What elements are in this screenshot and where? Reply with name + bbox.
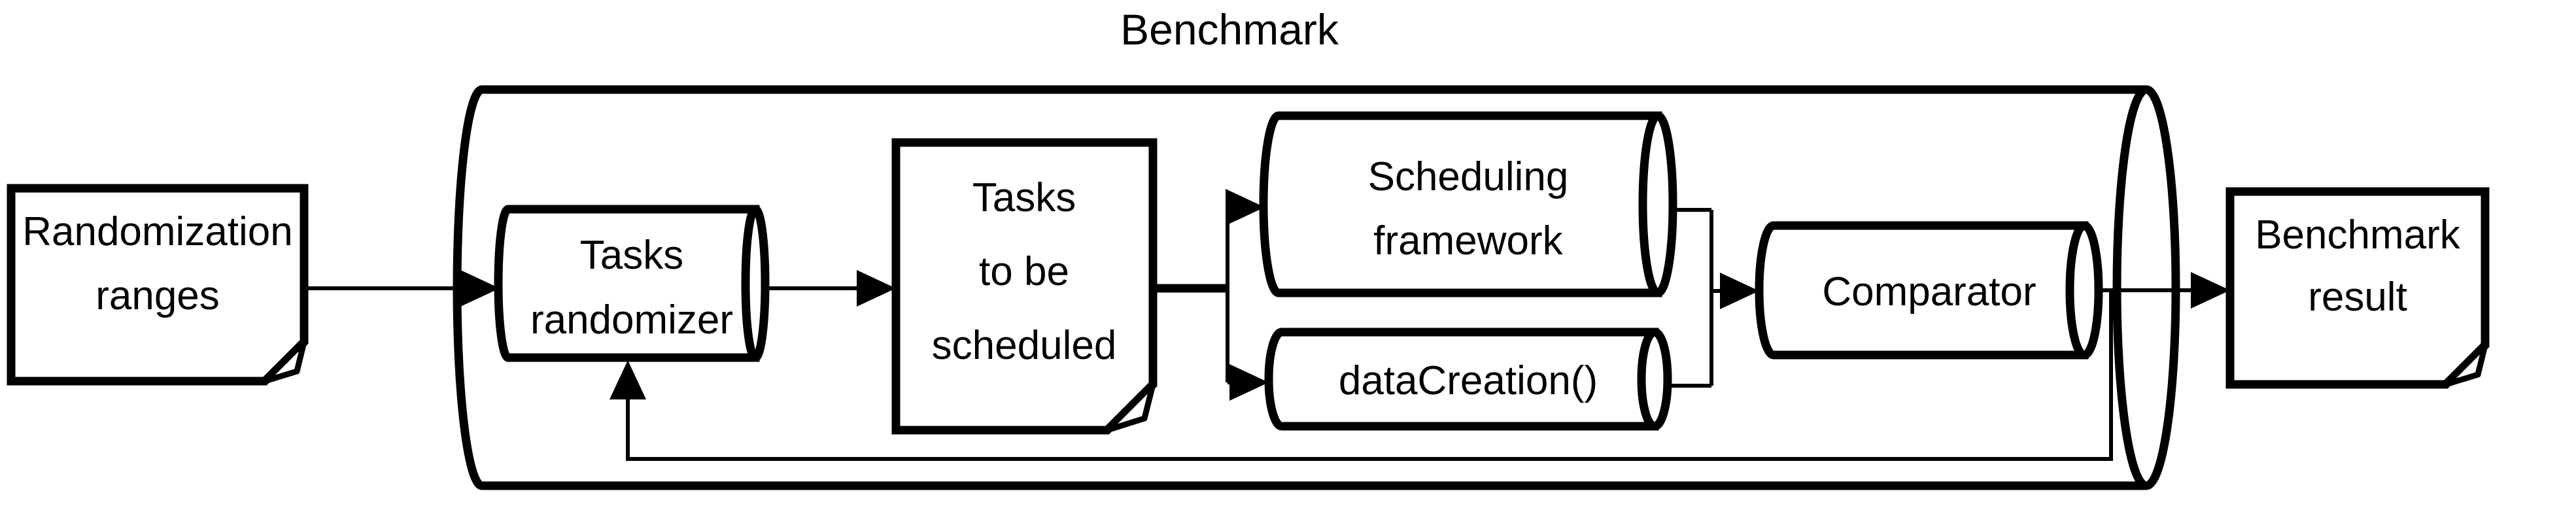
node-scheduling-framework: Scheduling framework	[1259, 111, 1677, 297]
arrowhead-feedback-into-tasks-randomizer	[610, 360, 646, 399]
node-data-creation: dataCreation()	[1264, 328, 1672, 431]
node-label: Scheduling	[1368, 154, 1569, 199]
arrowhead-into-tasks-doc	[857, 270, 896, 307]
arrowhead-into-datacreation	[1229, 364, 1269, 401]
node-label: scheduled	[932, 323, 1117, 368]
node-tasks-to-be-scheduled: Tasks to be scheduled	[891, 138, 1158, 435]
node-label: Randomization	[22, 209, 293, 254]
node-label: result	[2308, 275, 2407, 320]
folded-corner	[262, 339, 307, 384]
node-label: framework	[1373, 218, 1563, 263]
node-label: Comparator	[1822, 269, 2036, 314]
cylinder-body	[1259, 111, 1662, 297]
cylinder-end	[741, 205, 770, 362]
node-label: Benchmark	[2255, 212, 2461, 258]
node-label: ranges	[95, 273, 220, 318]
arrowhead-into-scheduling-framework	[1226, 189, 1265, 226]
folded-corner	[2443, 342, 2488, 388]
node-label: dataCreation()	[1339, 358, 1598, 403]
node-label: Tasks	[580, 233, 683, 278]
cylinder-body	[1755, 221, 2089, 360]
cylinder-body	[494, 205, 760, 362]
node-label: to be	[979, 249, 1069, 294]
arrowhead-into-benchmark-result	[2191, 272, 2230, 309]
arrowhead-into-tasks-randomizer	[460, 270, 500, 307]
cylinder-end	[1637, 328, 1672, 431]
node-tasks-randomizer: Tasks randomizer	[494, 205, 770, 362]
node-benchmark-result: Benchmark result	[2225, 187, 2490, 389]
benchmark-cylinder-end	[2112, 85, 2180, 490]
node-randomization-ranges: Randomization ranges	[7, 184, 309, 386]
node-comparator: Comparator	[1755, 221, 2103, 360]
node-label: randomizer	[530, 297, 733, 343]
cylinder-end	[2065, 221, 2103, 360]
arrowhead-into-comparator	[1720, 273, 1759, 309]
benchmark-container-label: Benchmark	[1120, 5, 1339, 54]
feedback-loop-line	[626, 290, 2113, 461]
node-label: Tasks	[972, 175, 1076, 220]
cylinder-end	[1638, 111, 1677, 297]
folded-corner	[1104, 381, 1156, 433]
connectors	[304, 189, 2230, 461]
cylinder-body	[1264, 328, 1659, 431]
